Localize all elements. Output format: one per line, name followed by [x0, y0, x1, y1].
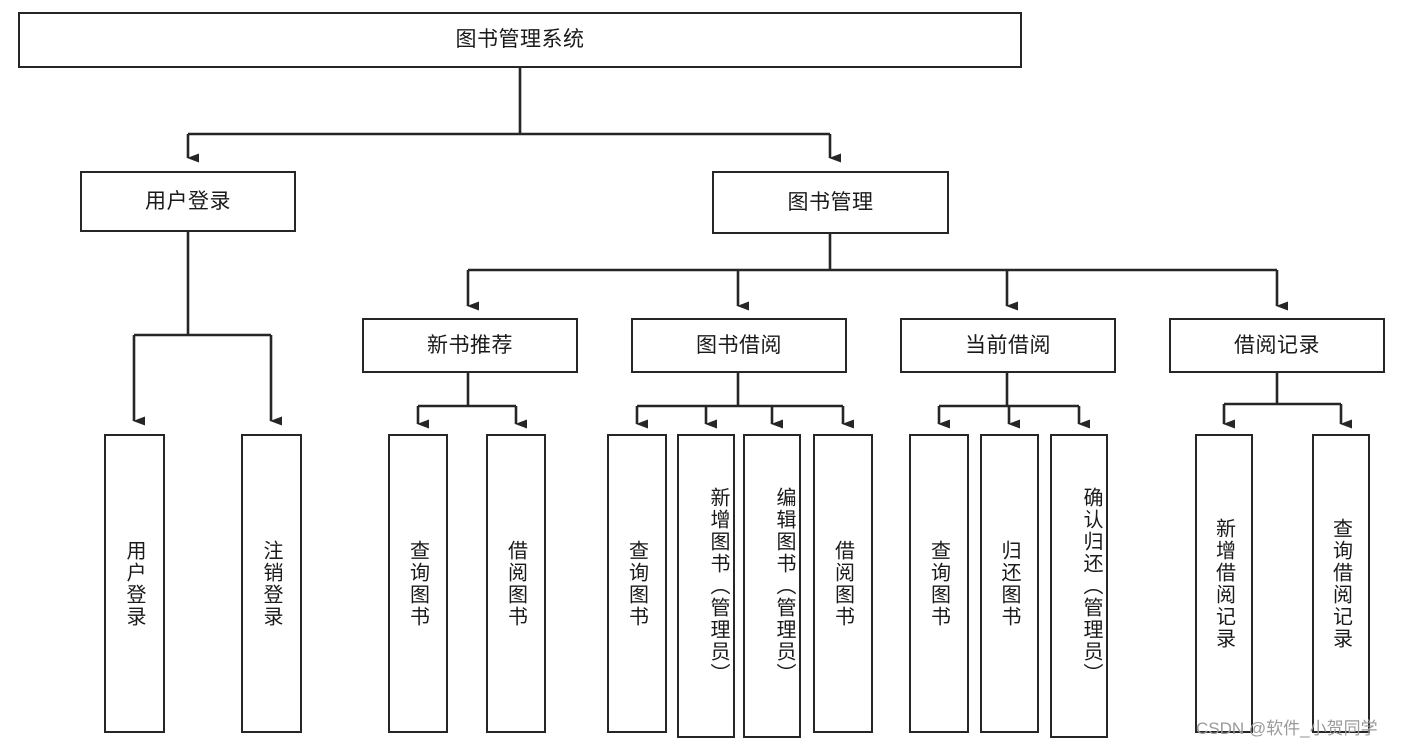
leaf-add-book-label: 新增图书（管理员） — [707, 487, 729, 685]
node-new-book-recommend-label: 新书推荐 — [427, 333, 513, 357]
node-user-login[interactable]: 用户登录 — [80, 171, 296, 232]
leaf-query-record[interactable]: 查询借阅记录 — [1312, 434, 1370, 733]
leaf-edit-book-label: 编辑图书（管理员） — [773, 487, 795, 685]
leaf-edit-book[interactable]: 编辑图书（管理员） — [743, 434, 801, 738]
node-borrow-record[interactable]: 借阅记录 — [1169, 318, 1385, 373]
node-root[interactable]: 图书管理系统 — [18, 12, 1022, 68]
leaf-query-book-2-label: 查询图书 — [625, 539, 648, 628]
leaf-query-book-3[interactable]: 查询图书 — [909, 434, 969, 733]
node-book-management-label: 图书管理 — [787, 190, 874, 214]
node-root-label: 图书管理系统 — [455, 28, 585, 52]
leaf-query-book-3-label: 查询图书 — [927, 539, 950, 628]
leaf-confirm-return-label: 确认归还（管理员） — [1080, 487, 1102, 685]
leaf-query-record-label: 查询借阅记录 — [1329, 517, 1352, 650]
node-user-login-label: 用户登录 — [145, 189, 231, 213]
watermark-text: CSDN @软件_小贺同学 — [1196, 719, 1378, 738]
leaf-return-book[interactable]: 归还图书 — [980, 434, 1039, 733]
node-new-book-recommend[interactable]: 新书推荐 — [362, 318, 578, 373]
leaf-borrow-book-1-label: 借阅图书 — [504, 539, 527, 628]
leaf-borrow-book-2-label: 借阅图书 — [831, 539, 854, 628]
leaf-return-book-label: 归还图书 — [998, 539, 1020, 628]
leaf-add-book[interactable]: 新增图书（管理员） — [677, 434, 735, 738]
leaf-borrow-book-1[interactable]: 借阅图书 — [486, 434, 546, 733]
node-book-management[interactable]: 图书管理 — [712, 171, 949, 234]
node-book-borrow[interactable]: 图书借阅 — [631, 318, 847, 373]
leaf-query-book-2[interactable]: 查询图书 — [607, 434, 667, 733]
leaf-confirm-return[interactable]: 确认归还（管理员） — [1050, 434, 1108, 738]
node-borrow-record-label: 借阅记录 — [1234, 333, 1320, 357]
leaf-add-record[interactable]: 新增借阅记录 — [1195, 434, 1253, 733]
leaf-user-login[interactable]: 用户登录 — [104, 434, 165, 733]
leaf-query-book-1[interactable]: 查询图书 — [388, 434, 448, 733]
leaf-user-logout[interactable]: 注销登录 — [241, 434, 302, 733]
node-book-borrow-label: 图书借阅 — [696, 333, 782, 357]
leaf-user-logout-label: 注销登录 — [260, 539, 282, 628]
node-current-borrow[interactable]: 当前借阅 — [900, 318, 1116, 373]
leaf-add-record-label: 新增借阅记录 — [1212, 517, 1235, 650]
leaf-user-login-label: 用户登录 — [123, 539, 145, 628]
leaf-borrow-book-2[interactable]: 借阅图书 — [813, 434, 873, 733]
leaf-query-book-1-label: 查询图书 — [406, 539, 429, 628]
node-current-borrow-label: 当前借阅 — [965, 333, 1051, 357]
